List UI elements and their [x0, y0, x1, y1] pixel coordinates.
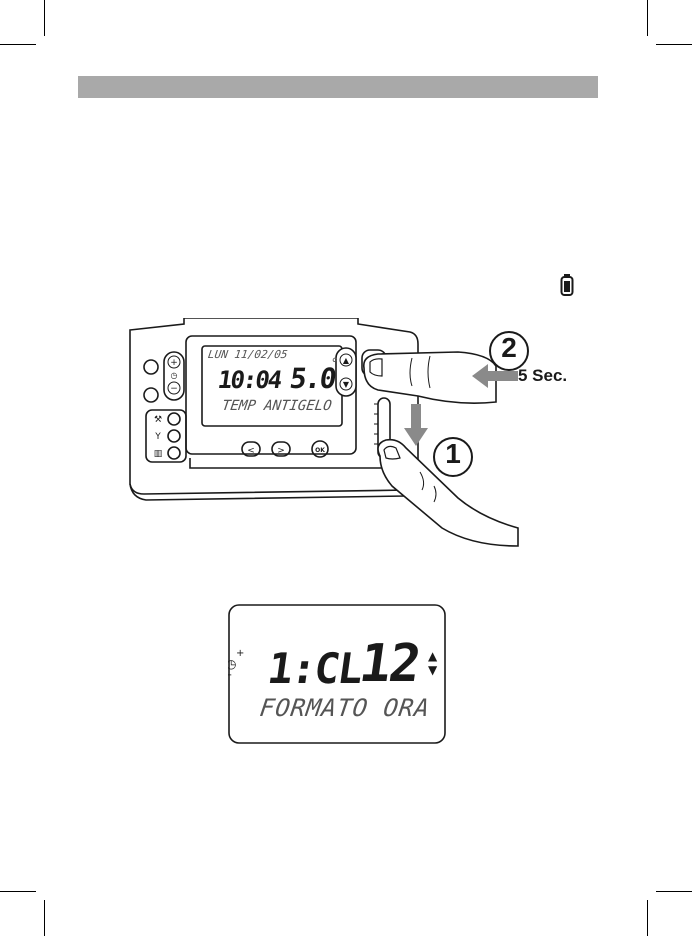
screen-time: 10:04 — [216, 366, 282, 394]
right-arrow-icon: > — [277, 446, 285, 456]
lcd-value: 12 — [356, 634, 423, 694]
left-arrow-icon: < — [247, 446, 255, 456]
svg-text:▲: ▲ — [343, 356, 350, 365]
section-header-bar — [78, 76, 598, 98]
up-arrow-icon: ▲ — [428, 649, 438, 663]
heating-icon: ▥ — [154, 449, 163, 459]
down-arrow-icon: ▼ — [428, 663, 438, 677]
crop-mark — [647, 900, 648, 936]
slide-arrow-icon — [402, 402, 430, 448]
minus-icon: − — [228, 670, 232, 681]
ok-icon: OK — [315, 447, 325, 454]
svg-text:▼: ▼ — [343, 380, 350, 389]
crop-mark — [44, 900, 45, 936]
clock-icon: ◷ — [171, 371, 178, 380]
plus-icon: + — [236, 648, 244, 659]
crop-mark — [656, 44, 692, 45]
svg-text:+: + — [170, 358, 178, 368]
press-arrow-icon — [470, 362, 520, 390]
lcd-mode-code: 1:CL — [265, 644, 365, 693]
press-duration-label: 5 Sec. — [518, 366, 567, 386]
screen-date: LUN 11/02/05 — [207, 348, 288, 361]
wrench-icon: ⚒ — [154, 415, 162, 425]
lcd-caption: FORMATO ORA — [258, 694, 432, 722]
crop-mark — [0, 44, 36, 45]
crop-mark — [44, 0, 45, 36]
crop-mark — [656, 891, 692, 892]
glass-icon: Y — [154, 432, 161, 442]
svg-text:−: − — [170, 384, 178, 394]
clock-icon: ◷ — [228, 657, 237, 671]
step-1-number: 1 — [442, 438, 464, 470]
battery-icon — [560, 274, 574, 296]
screen-caption: TEMP ANTIGELO — [221, 398, 333, 414]
step-2-number: 2 — [498, 332, 520, 364]
crop-mark — [647, 0, 648, 36]
crop-mark — [0, 891, 36, 892]
